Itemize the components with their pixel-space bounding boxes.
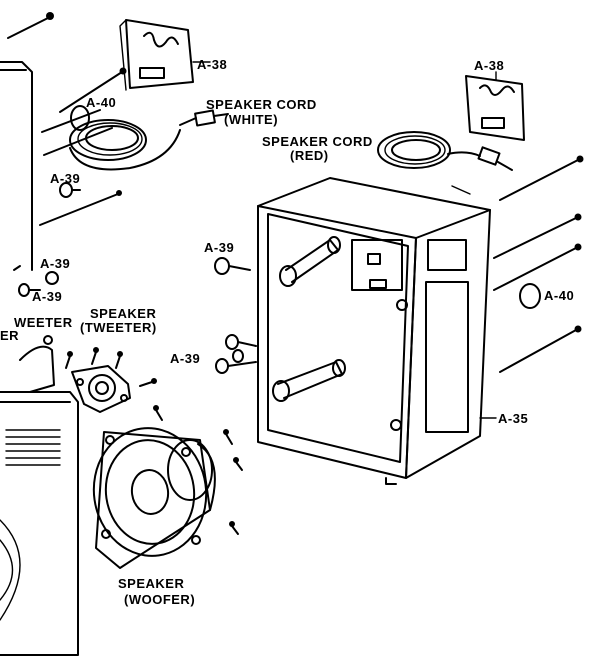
left-grille [5, 429, 61, 466]
label-woofer-1: SPEAKER [118, 576, 184, 591]
label-a40-right: A-40 [544, 288, 574, 303]
label-a40-left: A-40 [86, 95, 116, 110]
terminal-plate-right [465, 71, 525, 141]
screw-a39-upper [39, 182, 122, 226]
woofer-screws [153, 405, 243, 535]
label-a39-box: A-39 [204, 240, 234, 255]
label-tweeter-cut-2: ER [0, 328, 19, 343]
screw-a39-box [214, 257, 251, 275]
screw-a39-mid [13, 265, 59, 297]
screw-a39-lower [215, 334, 257, 374]
label-a38-left: A-38 [197, 57, 227, 72]
screws-left-upper [41, 67, 127, 156]
foam-disc-right [519, 283, 541, 309]
screws-right [451, 155, 584, 373]
speaker-cord-red [377, 131, 513, 171]
screw-top-left [7, 12, 54, 39]
label-tweeter-cut-1: WEETER [14, 315, 73, 330]
foam-disc-left [70, 105, 90, 131]
woofer-speaker [92, 427, 216, 569]
label-cord-red-1: SPEAKER CORD [262, 134, 373, 149]
label-a39-lower: A-39 [170, 351, 200, 366]
label-a39-mid2: A-39 [32, 289, 62, 304]
left-cabinet [0, 61, 79, 656]
label-tweeter-2: (TWEETER) [80, 320, 157, 335]
label-a35: A-35 [498, 411, 528, 426]
label-a38-right: A-38 [474, 58, 504, 73]
terminal-plate-left [119, 19, 211, 91]
speaker-box [257, 177, 491, 485]
woofer-pipe [272, 359, 346, 402]
tweeter-left-cut [19, 335, 55, 393]
tweeter-pipe [279, 236, 341, 287]
label-a39-mid: A-39 [40, 256, 70, 271]
label-cord-white-2: (WHITE) [224, 112, 278, 127]
label-tweeter-1: SPEAKER [90, 306, 156, 321]
tweeter-speaker [65, 347, 157, 413]
label-cord-red-2: (RED) [290, 148, 329, 163]
label-woofer-2: (WOOFER) [124, 592, 195, 607]
speaker-cord-white [69, 109, 229, 171]
label-cord-white-1: SPEAKER CORD [206, 97, 317, 112]
label-a39-upper: A-39 [50, 171, 80, 186]
